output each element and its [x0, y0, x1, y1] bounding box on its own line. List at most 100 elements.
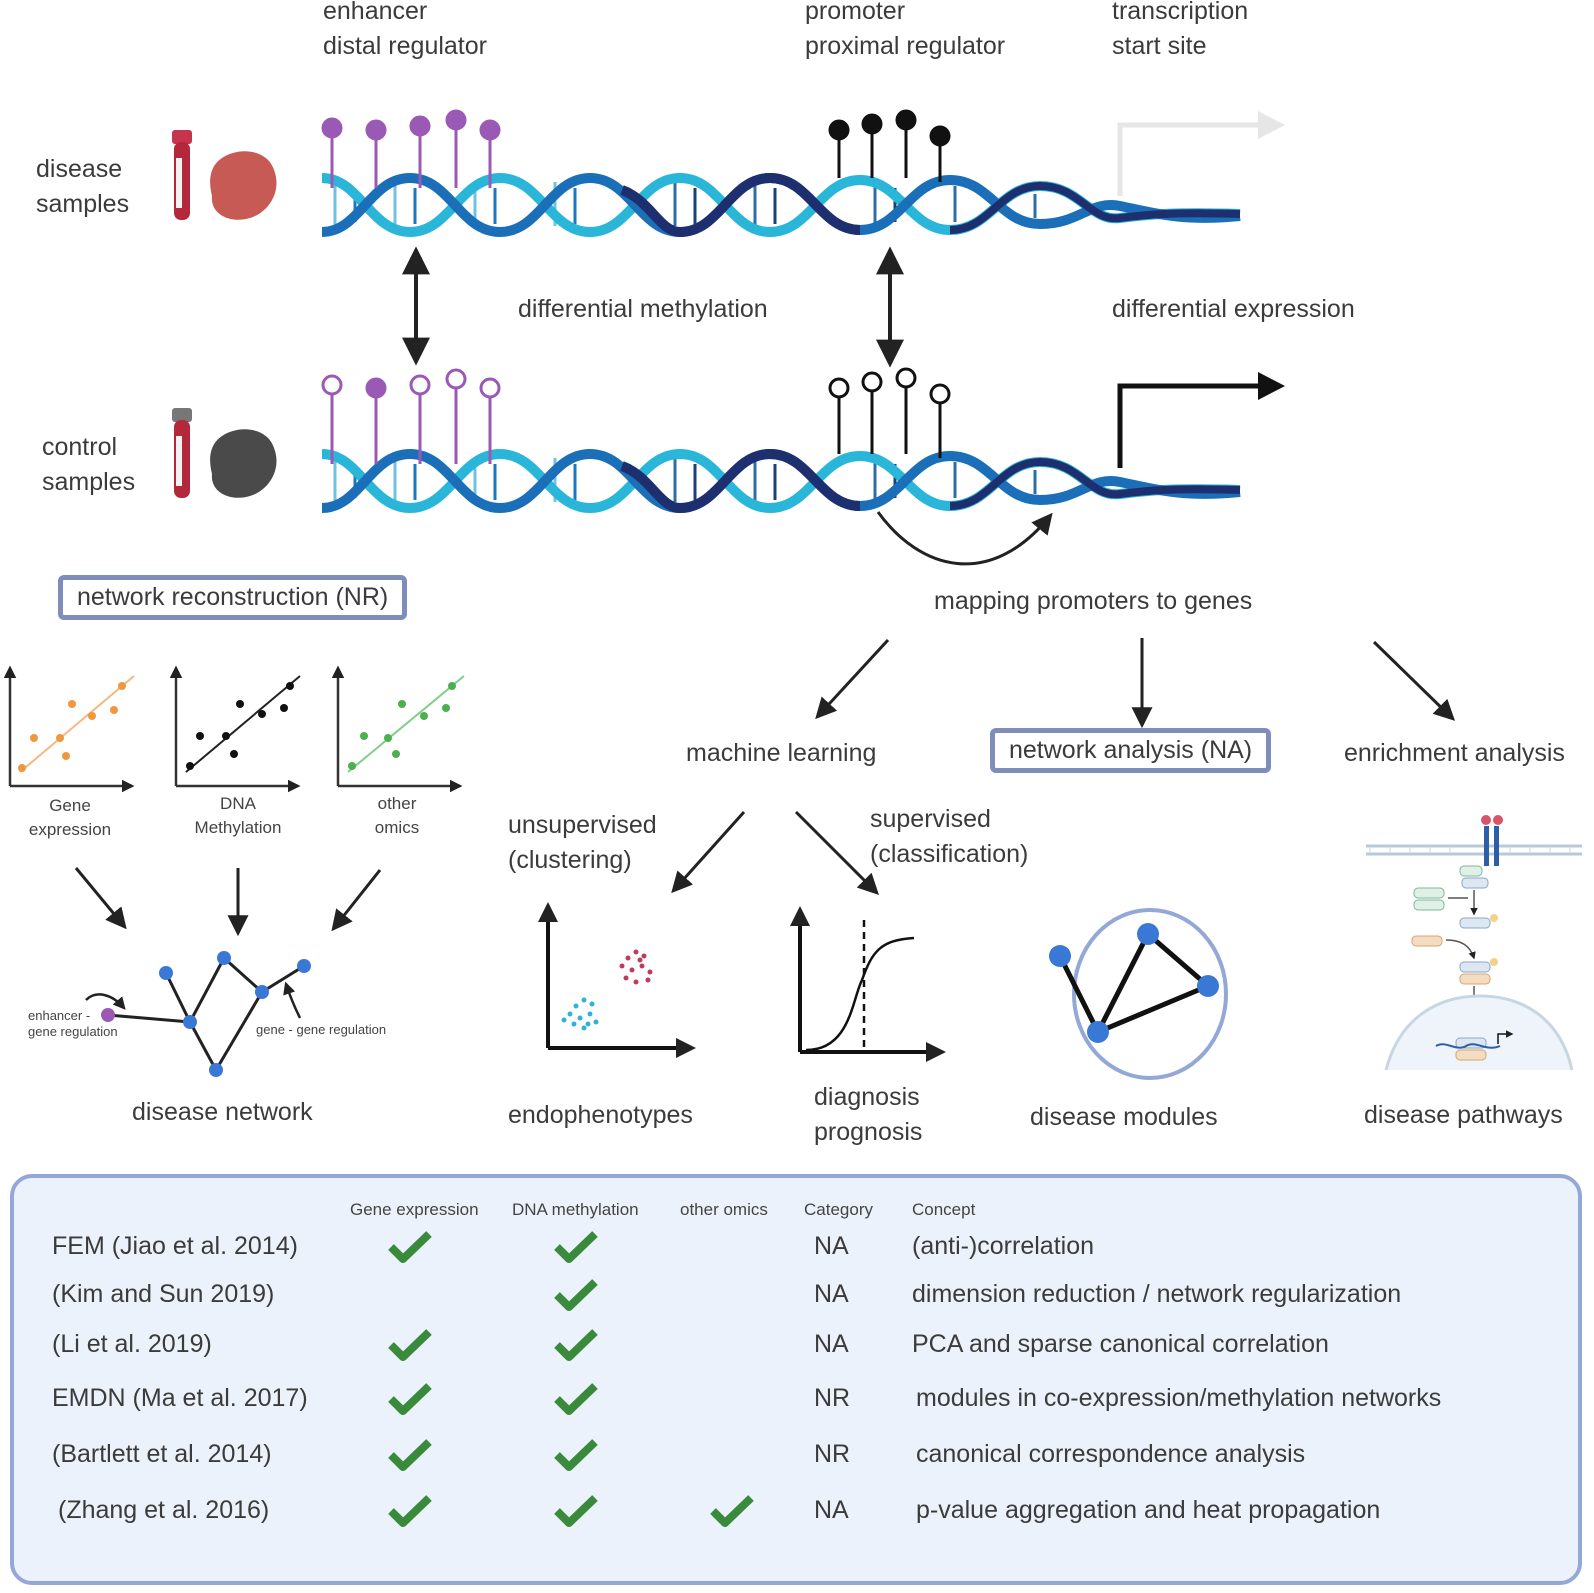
promoter-label-line1: promoter [805, 0, 906, 25]
check-icon [554, 1494, 598, 1528]
tss-arrow-disease [1117, 122, 1260, 196]
check-icon [710, 1494, 754, 1528]
header-dna-methylation: DNA methylation [512, 1200, 639, 1219]
disease-samples-label: disease samples [36, 152, 129, 222]
blood-tube-icon [172, 408, 192, 498]
diagnosis-caption-line2: prognosis [814, 1118, 923, 1146]
scatter-label-gene-expression-line1: Gene [49, 796, 91, 815]
scatter-label-gene-expression-line2: expression [28, 820, 112, 839]
tss-arrow-control [1117, 383, 1260, 468]
header-concept: Concept [912, 1200, 976, 1219]
supervised-label-line1: supervised [870, 805, 991, 833]
table-cell-concept: dimension reduction / network regulariza… [912, 1280, 1402, 1308]
check-icon [554, 1278, 598, 1312]
check-icon [388, 1494, 432, 1528]
tss-label-line2: start site [1112, 32, 1207, 60]
cluster-plot [538, 902, 696, 1058]
control-samples-line1: control [42, 433, 118, 461]
disease-samples-line2: samples [36, 190, 130, 218]
ml-label: machine learning [686, 739, 877, 767]
table-cell-method: (Kim and Sun 2019) [52, 1280, 275, 1308]
scatter-label-dna-methylation-line2: Methylation [194, 818, 282, 837]
diagnosis-caption-line1: diagnosis [814, 1083, 920, 1111]
tss-label-line1: transcription [1112, 0, 1249, 25]
enhancer-gene-label-line2: gene regulation [28, 1024, 118, 1039]
table-cell-concept: p-value aggregation and heat propagation [916, 1496, 1381, 1524]
tissue-icon [210, 151, 277, 220]
enhancer-gene-label: enhancer - gene regulation [28, 1008, 118, 1040]
table-cell-concept: canonical correspondence analysis [916, 1440, 1306, 1468]
diagnosis-caption: diagnosis prognosis [814, 1080, 922, 1150]
scatter-label-other-omics-line1: other [377, 794, 417, 813]
arrow-to-supervised [794, 810, 879, 895]
scatter-label-dna-methylation-line1: DNA [220, 794, 256, 813]
table-cell-category: NA [814, 1330, 849, 1358]
enhancer-lollipops-control [321, 368, 501, 464]
table-cell-concept: modules in co-expression/methylation net… [916, 1384, 1442, 1412]
scatter-label-other-omics: other omics [352, 792, 442, 840]
table-cell-category: NA [814, 1496, 849, 1524]
promoter-label: promoter proximal regulator [805, 0, 1005, 64]
nr-box: network reconstruction (NR) [58, 575, 408, 620]
scatter-other-omics [331, 665, 465, 793]
disease-network-graph [85, 951, 311, 1077]
header-gene-expression: Gene expression [350, 1200, 479, 1219]
sigmoid-plot [790, 906, 946, 1062]
scatter-gene-expression [3, 665, 135, 793]
table-cell-concept: (anti-)correlation [912, 1232, 1095, 1260]
scatter-dna-methylation [169, 665, 301, 793]
table-cell-method: (Bartlett et al. 2014) [52, 1440, 272, 1468]
check-icon [554, 1230, 598, 1264]
arrow-ge-to-network [74, 867, 127, 930]
disease-network-caption: disease network [132, 1098, 313, 1126]
methods-table-panel: Gene expression DNA methylation other om… [10, 1174, 1582, 1585]
header-other-omics: other omics [680, 1200, 768, 1219]
header-category: Category [804, 1200, 873, 1219]
promoter-label-line2: proximal regulator [805, 32, 1006, 60]
arrow-to-unsupervised [671, 810, 746, 894]
supervised-label-line2: (classification) [870, 840, 1029, 868]
arrow-to-ml [815, 638, 890, 720]
table-cell-method: (Li et al. 2019) [52, 1330, 212, 1358]
tss-label: transcription start site [1112, 0, 1248, 64]
check-icon [554, 1382, 598, 1416]
table-cell-category: NA [814, 1232, 849, 1260]
promoter-lollipops-disease [828, 109, 951, 182]
control-samples-label: control samples [42, 430, 135, 500]
pathway-illustration [1366, 815, 1582, 1071]
table-cell-method: FEM (Jiao et al. 2014) [52, 1232, 298, 1260]
gene-gene-label: gene - gene regulation [256, 1022, 387, 1037]
enhancer-lollipops-disease [321, 109, 501, 188]
promoter-lollipops-control [828, 367, 951, 458]
dna-helix-control [321, 448, 1241, 514]
check-icon [388, 1382, 432, 1416]
disease-samples-line1: disease [36, 155, 123, 183]
enhancer-label: enhancer distal regulator [323, 0, 487, 64]
mapping-curve-arrow [876, 511, 1053, 566]
enhancer-gene-label-line1: enhancer - [28, 1008, 91, 1023]
check-icon [554, 1438, 598, 1472]
blood-tube-icon [172, 130, 192, 220]
enrichment-label: enrichment analysis [1344, 739, 1565, 767]
check-icon [554, 1328, 598, 1362]
disease-pathways-caption: disease pathways [1364, 1101, 1563, 1129]
disease-module-graph [1049, 908, 1228, 1080]
check-icon [388, 1328, 432, 1362]
scatter-label-gene-expression: Gene expression [12, 794, 128, 842]
supervised-label: supervised (classification) [870, 802, 1028, 872]
table-cell-concept: PCA and sparse canonical correlation [912, 1330, 1329, 1358]
enhancer-label-line2: distal regulator [323, 32, 487, 60]
scatter-label-dna-methylation: DNA Methylation [178, 792, 298, 840]
table-cell-method: (Zhang et al. 2016) [58, 1496, 270, 1524]
unsupervised-label: unsupervised (clustering) [508, 808, 657, 878]
mapping-label: mapping promoters to genes [934, 587, 1253, 615]
differential-expression-label: differential expression [1112, 295, 1355, 323]
table-cell-method: EMDN (Ma et al. 2017) [52, 1384, 308, 1412]
disease-modules-caption: disease modules [1030, 1103, 1218, 1131]
control-samples-line2: samples [42, 468, 136, 496]
endophenotypes-caption: endophenotypes [508, 1101, 693, 1129]
table-cell-category: NA [814, 1280, 849, 1308]
check-icon [388, 1438, 432, 1472]
unsupervised-label-line1: unsupervised [508, 811, 657, 839]
